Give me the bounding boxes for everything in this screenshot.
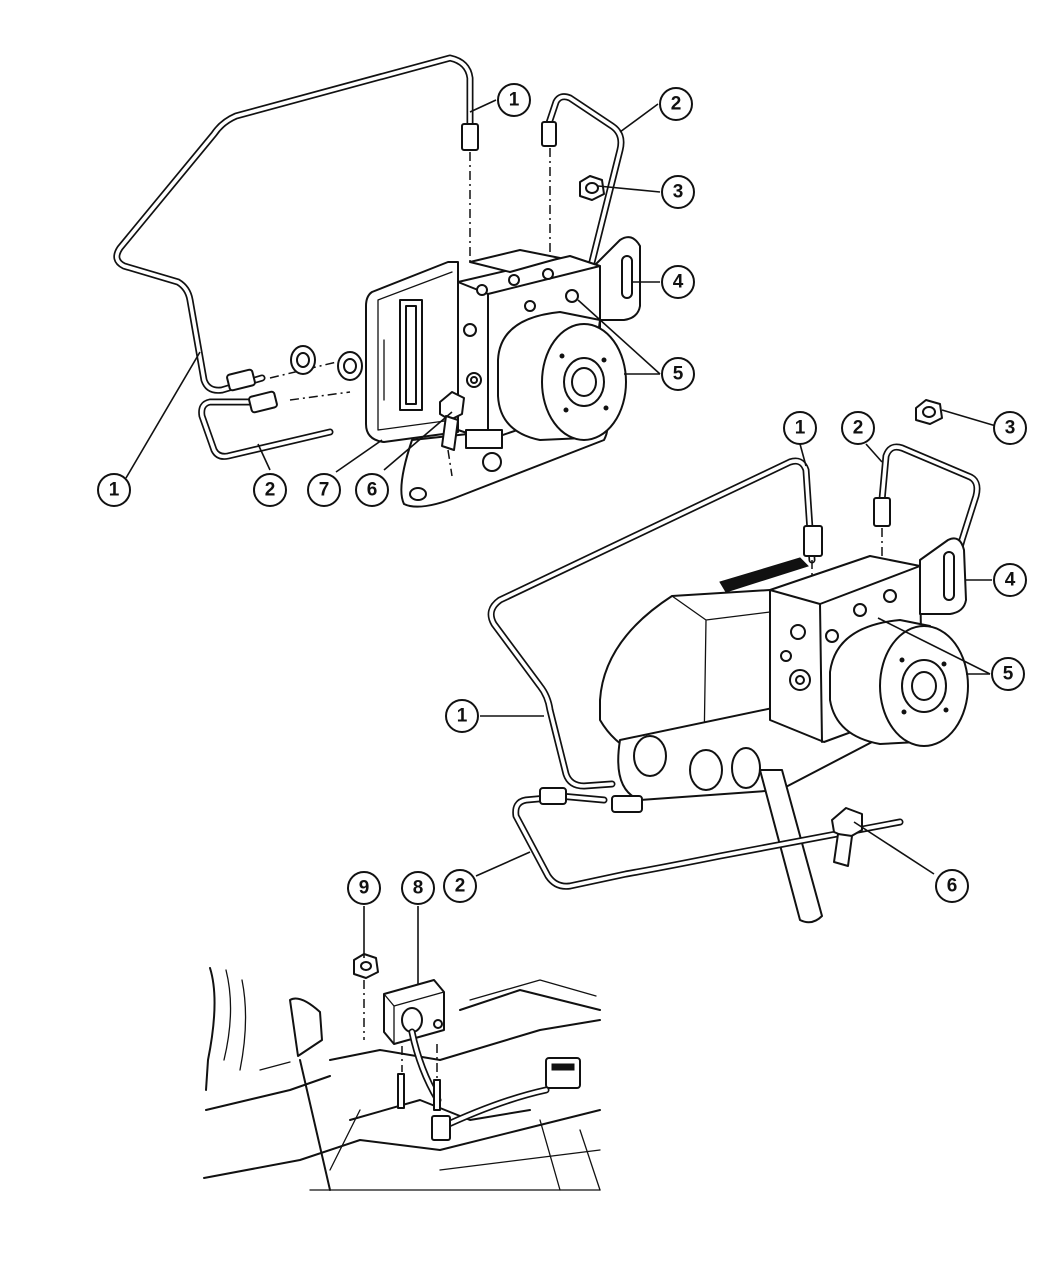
middle-brake-tube-2 (512, 443, 981, 890)
bottom-vehicle-structure (203, 967, 601, 1191)
bottom-sensor-installation (203, 953, 601, 1191)
callout-leaders (125, 99, 997, 984)
middle-mounting-nut (915, 399, 943, 425)
callout-1-mid-lower: 1 (445, 699, 479, 733)
callout-1-mid: 1 (783, 411, 817, 445)
svg-text:3: 3 (673, 182, 684, 203)
middle-brake-tube-1 (487, 457, 816, 790)
middle-port-grommets (633, 735, 761, 791)
callout-6-top: 6 (355, 473, 389, 507)
callout-5-mid: 5 (991, 657, 1025, 691)
svg-text:5: 5 (673, 364, 684, 385)
svg-text:4: 4 (1005, 570, 1016, 591)
callout-7-top: 7 (307, 473, 341, 507)
svg-text:4: 4 (673, 272, 684, 293)
callout-5-top: 5 (661, 357, 695, 391)
callout-9-bottom: 9 (347, 871, 381, 905)
callout-1-top-lower: 1 (97, 473, 131, 507)
svg-text:9: 9 (359, 878, 370, 899)
bottom-mounting-nut (353, 953, 379, 979)
top-abs-assembly (113, 54, 641, 508)
top-port-grommets (290, 345, 363, 381)
callout-4-top: 4 (661, 265, 695, 299)
svg-text:7: 7 (319, 480, 330, 501)
middle-mounting-bracket (919, 537, 967, 615)
middle-mounting-bolt (831, 807, 863, 867)
middle-pump-motor (829, 619, 969, 747)
callout-2-top-lower: 2 (253, 473, 287, 507)
callout-1-top: 1 (497, 83, 531, 117)
svg-text:6: 6 (367, 480, 378, 501)
svg-text:2: 2 (455, 876, 466, 897)
svg-text:1: 1 (457, 706, 468, 727)
top-pump-motor (497, 311, 627, 441)
middle-abs-installation (487, 399, 981, 924)
svg-text:5: 5 (1003, 664, 1014, 685)
svg-text:1: 1 (795, 418, 806, 439)
top-mounting-bolt (439, 391, 465, 477)
top-mounting-nut (579, 175, 605, 201)
svg-text:1: 1 (109, 480, 120, 501)
svg-text:2: 2 (671, 94, 682, 115)
callout-2-mid: 2 (841, 411, 875, 445)
svg-text:2: 2 (853, 418, 864, 439)
middle-tube-fittings (539, 497, 891, 813)
callout-3-top: 3 (661, 175, 695, 209)
callout-6-mid: 6 (935, 869, 969, 903)
callout-8-bottom: 8 (401, 871, 435, 905)
bottom-wiring-connector (431, 1057, 581, 1141)
svg-text:1: 1 (509, 90, 520, 111)
callout-4-mid: 4 (993, 563, 1027, 597)
callout-2-top: 2 (659, 87, 693, 121)
bottom-studs (363, 980, 443, 1111)
top-brake-tube-1 (113, 54, 474, 394)
top-brake-tube-2 (198, 93, 625, 460)
top-control-module (365, 261, 459, 443)
svg-text:6: 6 (947, 876, 958, 897)
callout-2-mid-lower: 2 (443, 869, 477, 903)
top-tube-fittings (226, 121, 557, 414)
svg-text:3: 3 (1005, 418, 1016, 439)
callout-3-mid: 3 (993, 411, 1027, 445)
svg-text:8: 8 (413, 878, 424, 899)
svg-text:2: 2 (265, 480, 276, 501)
